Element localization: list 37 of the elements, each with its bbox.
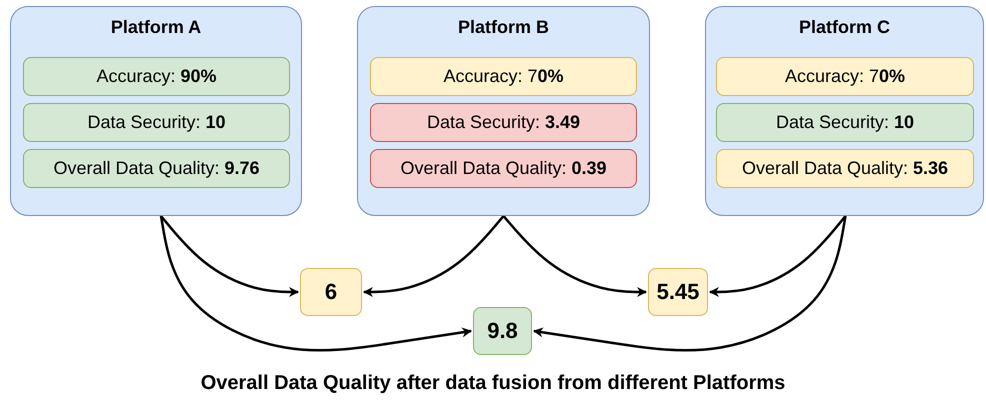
curved-arrow	[160, 215, 299, 297]
curved-arrow	[709, 215, 846, 297]
metric-text: Overall Data Quality: 0.39	[399, 158, 608, 179]
result-box	[648, 268, 708, 316]
metric-box	[370, 57, 637, 96]
platform-panel	[357, 6, 650, 216]
metric-box	[716, 57, 974, 96]
metric-box	[23, 149, 290, 188]
metric-text: Data Security: 10	[86, 112, 227, 133]
panel-heading: Platform A	[110, 17, 202, 38]
panel-heading: Platform B	[456, 17, 550, 38]
metric-box	[716, 149, 974, 188]
metric-text: Overall Data Quality: 9.76	[52, 158, 261, 179]
caption: Overall Data Quality after data fusion from different Platforms	[200, 372, 786, 395]
metric-text: Overall Data Quality: 5.36	[740, 158, 950, 179]
platform-panel	[10, 6, 302, 216]
result-box	[473, 307, 532, 355]
metric-box	[23, 57, 290, 96]
metric-box	[23, 103, 290, 142]
result-value: 9.8	[486, 318, 519, 344]
result-value: 5.45	[656, 279, 700, 305]
curved-arrow	[160, 216, 472, 352]
metric-box	[370, 103, 637, 142]
metric-text: Accuracy: 70%	[442, 66, 565, 87]
result-box	[300, 268, 362, 316]
panel-heading: Platform C	[798, 17, 891, 38]
curved-arrow	[502, 215, 647, 297]
metric-text: Data Security: 10	[774, 112, 916, 133]
curved-arrow	[363, 215, 504, 297]
result-value: 6	[324, 279, 338, 305]
platform-panel	[705, 6, 984, 216]
metric-box	[370, 149, 637, 188]
metric-text: Data Security: 3.49	[426, 112, 582, 133]
metric-box	[716, 103, 974, 142]
metric-text: Accuracy: 70%	[784, 66, 906, 87]
metric-text: Accuracy: 90%	[95, 66, 218, 87]
curved-arrow	[533, 216, 847, 352]
